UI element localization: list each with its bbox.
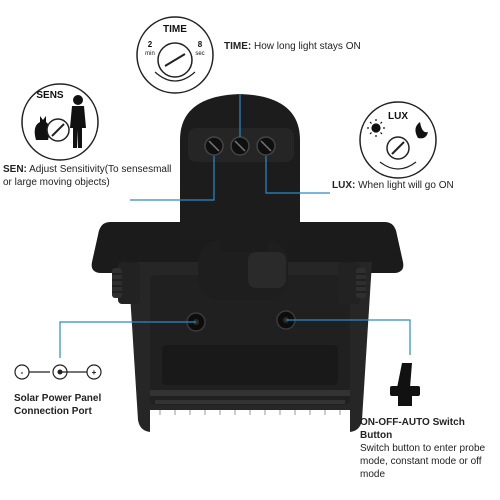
sen-label-key: SEN:: [3, 164, 27, 175]
lux-label: LUX: When light will go ON: [332, 179, 454, 192]
callout-lines: [59, 94, 411, 358]
switch-label-title: ON-OFF-AUTO Switch Button: [360, 417, 465, 441]
light-recess: [162, 345, 338, 385]
time-label-text: How long light stays ON: [251, 41, 361, 52]
right-bracket-knob[interactable]: [338, 262, 366, 304]
time-dial[interactable]: [230, 136, 250, 156]
dc-power-symbol: - +: [14, 364, 102, 380]
dc-plus: +: [92, 368, 97, 377]
lux-badge-title: LUX: [388, 111, 408, 122]
sen-callout-line: [130, 156, 215, 201]
lux-dial[interactable]: [256, 136, 276, 156]
lux-label-key: LUX:: [332, 180, 356, 191]
floodlight-device: [91, 94, 404, 434]
lux-callout-line: [265, 156, 330, 194]
time-sec-value: 8: [198, 40, 203, 49]
time-sec-unit: sec: [195, 51, 204, 57]
toggle-switch-icon: [390, 363, 420, 406]
sen-dial[interactable]: [204, 136, 224, 156]
dc-minus: -: [21, 368, 24, 377]
sen-label: SEN: Adjust Sensitivity(To sensesmall or…: [3, 163, 183, 189]
cat-icon: [34, 116, 50, 140]
sen-label-text: Adjust Sensitivity(To sensesmall or larg…: [3, 164, 172, 188]
sens-badge-title: SENS: [36, 90, 64, 101]
lux-badge: LUX: [359, 101, 437, 179]
time-label-key: TIME:: [224, 41, 252, 52]
solar-label: Solar Power Panel Connection Port: [14, 392, 124, 418]
solar-callout-line: [59, 321, 196, 358]
time-min-value: 2: [148, 40, 153, 49]
switch-label: ON-OFF-AUTO Switch Button Switch button …: [360, 416, 498, 481]
left-bracket-knob[interactable]: [112, 262, 140, 304]
time-badge-title: TIME: [163, 24, 187, 35]
sens-badge: SENS: [21, 83, 99, 161]
moon-icon: [415, 122, 428, 139]
time-label: TIME: How long light stays ON: [224, 40, 361, 53]
switch-label-text: Switch button to enter probe mode, const…: [360, 443, 486, 480]
swivel-knob[interactable]: [248, 252, 286, 288]
solar-label-title: Solar Power Panel Connection Port: [14, 393, 102, 417]
time-min-unit: min: [145, 51, 155, 57]
heat-fins: [150, 390, 350, 404]
time-badge: TIME 2 min 8 sec: [136, 16, 214, 94]
person-icon: [70, 95, 86, 148]
switch-callout-line: [286, 319, 411, 355]
lux-label-text: When light will go ON: [355, 180, 454, 191]
sun-icon: [367, 119, 385, 137]
lens-ticks: [159, 410, 341, 415]
